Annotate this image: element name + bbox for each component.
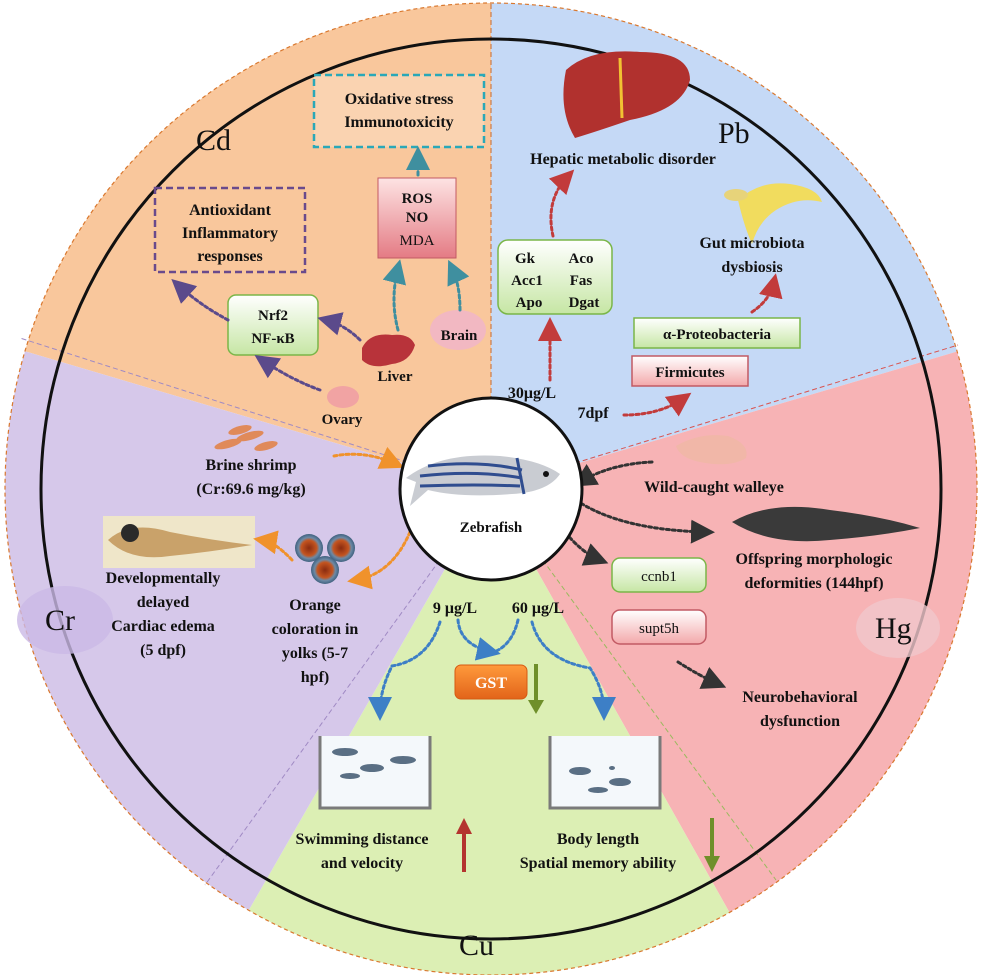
supt5h-box	[611, 609, 707, 645]
walleye-label: Wild-caught walleye	[644, 479, 784, 496]
antioxidant-line-1: Antioxidant	[189, 202, 271, 219]
develop-line-1: Developmentally	[106, 570, 221, 587]
gene-fas: Fas	[570, 273, 593, 289]
develop-line-2: delayed	[137, 594, 190, 611]
antioxidant-line-2: Inflammatory	[182, 225, 278, 242]
nrf2-line-1: Nrf2	[258, 308, 288, 324]
outer-dashed-ring	[4, 2, 978, 975]
oxidative-line-2: Immunotoxicity	[344, 114, 453, 131]
offspring-line-1: Offspring morphologic	[736, 551, 893, 568]
ros-line-2: NO	[406, 210, 429, 226]
gene-acc1: Acc1	[511, 273, 543, 289]
hg-arrows	[560, 460, 727, 689]
larva-icon	[732, 506, 920, 542]
nrf2-line-2: NF-κB	[251, 331, 294, 347]
ccnb1-label: ccnb1	[641, 569, 677, 585]
develop-line-4: (5 dpf)	[140, 642, 186, 659]
oxidative-stress-box	[312, 73, 486, 149]
body-line-2: Spatial memory ability	[520, 855, 676, 872]
offspring-line-2: deformities (144hpf)	[744, 575, 883, 592]
body-down-arrow-icon	[704, 818, 720, 872]
ros-line-1: ROS	[402, 191, 433, 207]
hepatic-label: Hepatic metabolic disorder	[530, 151, 716, 168]
brine-shrimp-icon	[214, 425, 278, 451]
cr-arrows	[253, 446, 412, 590]
proteobacteria-label: α-Proteobacteria	[663, 327, 772, 343]
ros-box	[377, 177, 457, 259]
liver-icon	[362, 334, 415, 367]
ovary-label: Ovary	[322, 412, 363, 428]
antioxidant-box	[153, 186, 307, 274]
cr-label-blob	[17, 586, 113, 654]
zebrafish-icon	[406, 455, 560, 506]
gst-box	[454, 664, 528, 700]
label-pb: Pb	[718, 117, 750, 150]
proteobacteria-box	[633, 317, 801, 349]
brain-icon	[430, 310, 486, 350]
gene-gk: Gk	[515, 251, 536, 267]
gut-segment-icon	[724, 189, 748, 201]
gene-dgat: Dgat	[569, 295, 600, 311]
brain-label: Brain	[441, 328, 478, 344]
supt5h-label: supt5h	[639, 621, 680, 637]
larva-body-icon	[108, 527, 252, 558]
label-cd: Cd	[196, 124, 231, 157]
orange-line-2: coloration in	[272, 621, 359, 638]
shrimp-line-1: Brine shrimp	[205, 457, 296, 474]
liver-label: Liver	[378, 369, 413, 385]
eggs-icon	[295, 534, 355, 584]
gene-aco: Aco	[569, 251, 594, 267]
gallbladder-duct-icon	[618, 57, 624, 119]
pb-arrows	[538, 169, 783, 417]
pb-liver-icon	[563, 51, 690, 138]
neuro-line-1: Neurobehavioral	[742, 689, 858, 706]
oxidative-line-1: Oxidative stress	[345, 91, 454, 108]
body-line-1: Body length	[557, 831, 639, 848]
gene-apo: Apo	[516, 295, 543, 311]
pb-gene-box	[497, 239, 613, 315]
walleye-fillet-icon	[676, 435, 747, 465]
develop-line-3: Cardiac edema	[111, 618, 215, 635]
firmicutes-box	[631, 355, 749, 387]
orange-line-4: hpf)	[301, 669, 329, 686]
inner-ring	[39, 37, 943, 941]
label-cu: Cu	[459, 929, 494, 962]
shrimp-line-2: (Cr:69.6 mg/kg)	[196, 481, 305, 498]
swim-up-arrow-icon	[456, 818, 472, 872]
cu-dose-high: 60 μg/L	[512, 600, 564, 617]
swim-line-1: Swimming distance	[296, 831, 429, 848]
gst-down-arrow-icon	[528, 664, 544, 714]
orange-line-3: yolks (5-7	[282, 645, 348, 662]
pb-time-label: 7dpf	[577, 405, 609, 422]
sector-cu	[200, 489, 776, 975]
firmicutes-label: Firmicutes	[655, 365, 724, 381]
gut-line-1: Gut microbiota	[699, 235, 804, 252]
gut-line-2: dysbiosis	[721, 259, 782, 276]
label-hg: Hg	[875, 612, 912, 645]
pb-dose-label: 30μg/L	[508, 385, 556, 402]
ccnb1-box	[611, 557, 707, 593]
cu-arrows	[368, 618, 616, 721]
label-cr: Cr	[45, 604, 75, 637]
hg-label-blob	[856, 598, 940, 658]
ovary-icon	[327, 386, 359, 408]
gut-icon	[738, 183, 822, 244]
tank-right-icon	[548, 736, 662, 810]
cu-dose-low: 9 μg/L	[433, 600, 477, 617]
ros-line-3: MDA	[399, 233, 434, 249]
cd-arrows	[171, 146, 470, 392]
center-label: Zebrafish	[460, 520, 523, 536]
swim-line-2: and velocity	[321, 855, 403, 872]
neuro-line-2: dysfunction	[760, 713, 840, 730]
orange-line-1: Orange	[289, 597, 341, 614]
gst-label: GST	[475, 675, 507, 692]
larva-eye-icon	[121, 524, 139, 542]
tank-left-icon	[318, 736, 432, 810]
antioxidant-line-3: responses	[197, 248, 263, 265]
